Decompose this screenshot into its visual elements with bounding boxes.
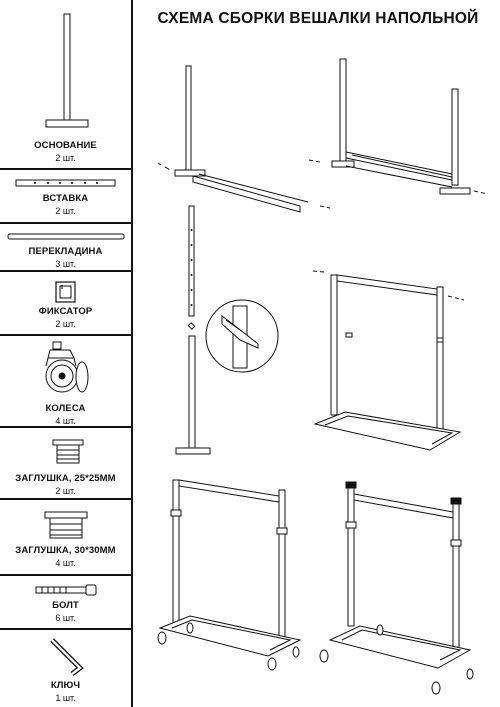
step-2-frame-base [308,58,489,195]
parts-list: ОСНОВАНИЕ 2 шт. ВСТАВКА 2 шт. ПЕРЕКЛАДИН… [0,0,131,707]
divider [0,574,131,576]
part-bolt-name: БОЛТ [52,600,79,611]
page-title: СХЕМА СБОРКИ ВЕШАЛКИ НАПОЛЬНОЙ [157,10,479,27]
part-base-qty: 2 шт. [55,153,76,163]
part-crossbar-name: ПЕРЕКЛАДИНА [28,246,103,257]
step-6-rack-caps [319,481,474,695]
part-bolt-qty: 6 шт. [55,613,76,623]
step-4-crossbar [312,270,465,451]
sidebar-divider [131,0,133,707]
part-crossbar: ПЕРЕКЛАДИНА 3 шт. [0,224,131,272]
part-base-name: ОСНОВАНИЕ [34,140,97,151]
part-insert-qty: 2 шт. [55,206,76,216]
part-cap-25-name: ЗАГЛУШКА, 25*25ММ [15,473,116,484]
part-cap-25-qty: 2 шт. [55,486,76,496]
base-part-icon [45,13,89,128]
part-insert: ВСТАВКА 2 шт. [0,170,131,224]
hex-key-part-icon [50,638,84,676]
step-1-base-attach [157,65,331,213]
part-hex-key-name: КЛЮЧ [50,680,81,691]
part-crossbar-qty: 3 шт. [55,259,76,269]
wheel-icon [319,624,474,695]
divider [0,426,131,428]
step-5-rack-wheels [157,479,302,671]
wheel-part-icon [45,341,89,393]
divider [0,628,131,630]
part-cap-30: ЗАГЛУШКА, 30*30ММ 4 шт. [0,500,131,574]
part-cap-30-qty: 4 шт. [55,558,76,568]
divider [0,168,131,170]
part-cap-30-name: ЗАГЛУШКА, 30*30ММ [15,545,116,556]
wheel-icon [157,622,300,671]
bolt-part-icon [35,584,97,596]
divider [0,270,131,272]
part-base: ОСНОВАНИЕ 2 шт. [0,0,131,170]
part-wheels-qty: 4 шт. [55,416,76,426]
part-clamp-name: ФИКСАТОР [38,306,93,317]
part-wheels: КОЛЕСА 4 шт. [0,336,131,426]
insert-part-icon [15,179,116,187]
part-bolt: БОЛТ 6 шт. [0,576,131,628]
part-hex-key-qty: 1 шт. [55,693,76,703]
clamp-part-icon [55,281,76,303]
step-3-insert-detail [175,205,279,455]
part-insert-name: ВСТАВКА [42,193,89,204]
cap-30-part-icon [44,511,88,539]
cap-25-part-icon [52,439,84,464]
divider [0,222,131,224]
crossbar-part-icon [7,233,125,240]
divider [0,498,131,500]
part-hex-key: КЛЮЧ 1 шт. [0,630,131,707]
part-cap-25: ЗАГЛУШКА, 25*25ММ 2 шт. [0,428,131,498]
part-clamp-qty: 2 шт. [55,319,76,329]
part-wheels-name: КОЛЕСА [45,403,86,414]
part-clamp: ФИКСАТОР 2 шт. [0,272,131,334]
divider [0,334,131,336]
